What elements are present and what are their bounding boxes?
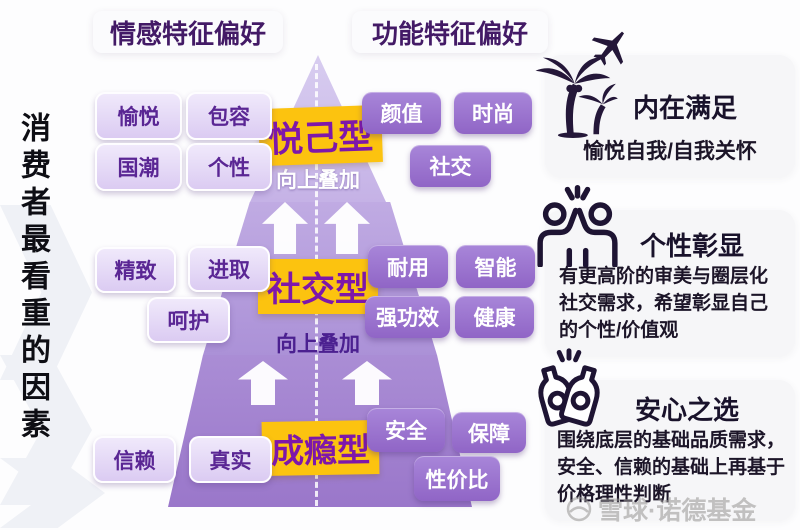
tag-emotional: 进取 [188,246,270,292]
tag-emotional: 国潮 [95,143,182,191]
level-label-social: 社交型 [258,259,378,314]
tag-emotional: 精致 [95,247,176,293]
stack-up-label-1: 向上叠加 [276,169,360,192]
panel-inner-satisfaction: 内在满足 愉悦自我/自我关怀 [545,55,795,177]
tag-functional: 时尚 [454,92,532,134]
tag-functional: 社交 [410,145,491,187]
header-emotional-preference: 情感特征偏好 [93,11,283,53]
snowball-logo-icon [566,496,592,522]
airplane-icon [579,17,641,79]
tag-functional: 健康 [455,296,534,338]
page-title: 消费者最看重的因素 [16,112,49,445]
panel-title: 安心之选 [635,395,740,425]
tag-emotional: 呵护 [147,297,230,343]
panel-personality-display: 个性彰显 有更高阶的审美与圈层化社交需求，希望彰显自己的个性/价值观 [545,210,795,356]
tag-functional: 耐用 [368,245,448,288]
tag-emotional: 包容 [186,92,272,140]
tag-emotional: 真实 [189,436,272,483]
panel-title: 个性彰显 [640,231,745,261]
tag-functional: 性价比 [414,456,500,501]
watermark: 雪球·诺德基金 [566,491,756,527]
palm-trees-icon [521,52,621,138]
tag-emotional: 信赖 [93,436,176,483]
watermark-text: 雪球·诺德基金 [598,497,757,525]
stack-up-label-2: 向上叠加 [276,333,360,356]
tag-functional: 智能 [456,245,535,288]
level-label-addictive: 成瘾型 [261,419,380,477]
panel-desc: 愉悦自我/自我关怀 [583,140,757,163]
tag-functional: 强功效 [365,296,450,338]
header-functional-preference: 功能特征偏好 [352,11,548,53]
tag-functional: 保障 [452,412,526,453]
tag-functional: 颜值 [362,92,441,134]
clinking-bottles-icon [528,348,610,434]
panel-title: 内在满足 [633,93,738,123]
tag-emotional: 愉悦 [95,92,182,140]
high-five-people-icon [525,185,630,268]
tag-emotional: 个性 [186,143,272,191]
panel-desc: 有更高阶的审美与圈层化社交需求，希望彰显自己的个性/价值观 [559,266,769,341]
tag-functional: 安全 [367,408,445,452]
